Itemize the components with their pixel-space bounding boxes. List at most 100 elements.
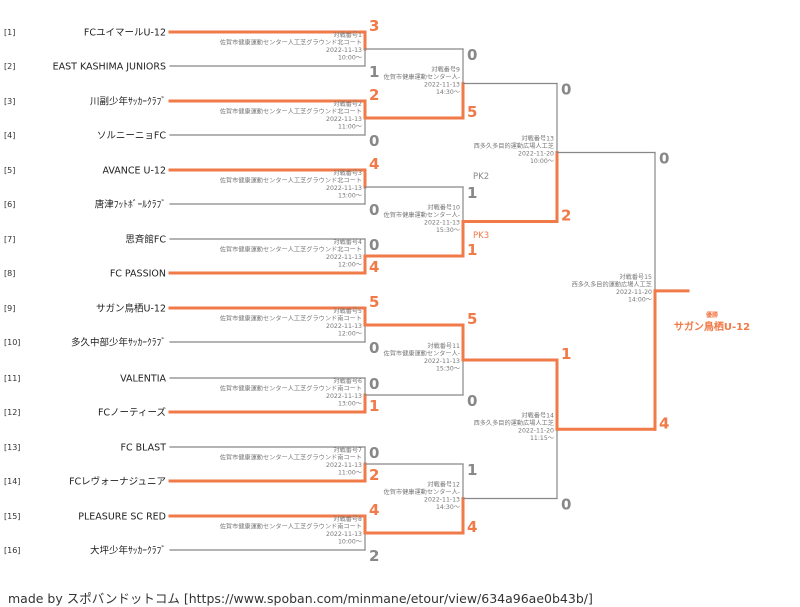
match-venue: 佐賀市健康運動センター人工芝グラウンド北コート xyxy=(220,246,362,254)
match-score-top: 0 xyxy=(561,81,571,99)
match-time: 11:15〜 xyxy=(530,435,554,442)
match-score-bottom: 4 xyxy=(369,258,379,276)
match-score-bottom: 2 xyxy=(561,207,571,225)
match-venue: 西多久多目的運動広場人工芝 xyxy=(474,142,554,150)
match-venue: 佐賀市健康運動センター人工芝グラウンド北コート xyxy=(220,39,362,47)
team-seed: [16] xyxy=(4,546,20,555)
match-number: 対戦番号10 xyxy=(427,204,460,212)
match-score-top: 1 xyxy=(467,461,477,479)
team-name: FCノーティーズ xyxy=(98,407,167,419)
team-seed: [11] xyxy=(4,374,20,383)
match-date: 2022-11-13 xyxy=(326,393,362,400)
team-name: サガン鳥栖U-12 xyxy=(96,303,166,315)
match-time: 14:30〜 xyxy=(436,504,460,511)
match-time: 14:00〜 xyxy=(628,296,652,303)
team-name: 川副少年ｻｯｶｰｸﾗﾌﾞ xyxy=(90,96,166,108)
match-score-top: 4 xyxy=(369,501,379,519)
match-score-bottom: 1 xyxy=(369,63,379,81)
match-score-bottom: 2 xyxy=(369,466,379,484)
champion-name: サガン鳥栖U-12 xyxy=(674,320,750,333)
team-seed: [14] xyxy=(4,477,20,486)
match-time: 10:00〜 xyxy=(338,55,362,62)
match-venue: 佐賀市健康運動センター人- xyxy=(384,211,460,219)
match-date: 2022-11-20 xyxy=(616,289,652,296)
team-name: 思斉館FC xyxy=(125,234,166,246)
match-score-top: 5 xyxy=(369,293,379,311)
match-score-bottom: 0 xyxy=(561,496,571,514)
match-number: 対戦番号15 xyxy=(619,273,652,281)
match-score-bottom: 4 xyxy=(659,414,669,432)
match-time: 15:30〜 xyxy=(436,366,460,373)
match-time: 13:00〜 xyxy=(338,401,362,408)
team-name: 多久中部少年ｻｯｶｰｸﾗﾌﾞ xyxy=(71,337,166,349)
match-score-bottom: 4 xyxy=(467,518,477,536)
match-time: 13:00〜 xyxy=(338,193,362,200)
team-name: PLEASURE SC RED xyxy=(78,512,166,523)
match-number: 対戦番号13 xyxy=(521,135,554,143)
match-score-top: 5 xyxy=(467,310,477,328)
match-number: 対戦番号7 xyxy=(333,446,362,454)
match-score-top: 0 xyxy=(369,236,379,254)
match-date: 2022-11-13 xyxy=(326,47,362,54)
footer-credit: made by スポバンドットコム [https://www.spoban.co… xyxy=(8,591,593,606)
match-score-bottom: 0 xyxy=(369,132,379,150)
match-score-bottom: 2 xyxy=(369,547,379,565)
match-number: 対戦番号12 xyxy=(427,481,460,489)
champion-label: 優勝 xyxy=(705,311,719,319)
match-score-bottom: 5 xyxy=(467,103,477,121)
match-venue: 佐賀市健康運動センター人- xyxy=(384,73,460,81)
team-seed: [5] xyxy=(4,166,15,175)
match-number: 対戦番号1 xyxy=(333,31,362,39)
team-seed: [6] xyxy=(4,200,15,209)
match-venue: 佐賀市健康運動センター人工芝グラウンド南コート xyxy=(220,315,362,323)
match-number: 対戦番号14 xyxy=(521,411,554,419)
match-score-bottom: 0 xyxy=(369,201,379,219)
match-score-bottom: 0 xyxy=(369,339,379,357)
team-name: FC BLAST xyxy=(121,443,167,454)
match-score-top: 0 xyxy=(369,444,379,462)
match-time: 12:00〜 xyxy=(338,331,362,338)
match-score-top: 2 xyxy=(369,86,379,104)
pk-score-top: PK2 xyxy=(473,172,489,182)
team-name: AVANCE U-12 xyxy=(102,166,166,177)
match-venue: 佐賀市健康運動センター人- xyxy=(384,488,460,496)
team-seed: [13] xyxy=(4,443,20,452)
match-venue: 佐賀市健康運動センター人工芝グラウンド南コート xyxy=(220,523,362,531)
match-score-top: 0 xyxy=(369,375,379,393)
match-score-top: 0 xyxy=(659,150,669,168)
team-seed: [12] xyxy=(4,408,20,417)
match-date: 2022-11-13 xyxy=(326,116,362,123)
team-name: VALENTIA xyxy=(120,374,166,385)
team-seed: [4] xyxy=(4,131,15,140)
team-seed: [7] xyxy=(4,235,15,244)
match-number: 対戦番号4 xyxy=(333,238,362,246)
match-score-top: 3 xyxy=(369,17,379,35)
team-name: FCユイマールU-12 xyxy=(84,28,166,39)
match-number: 対戦番号8 xyxy=(333,515,362,523)
match-number: 対戦番号2 xyxy=(333,100,362,108)
match-score-bottom: 1 xyxy=(467,241,477,259)
match-number: 対戦番号3 xyxy=(333,169,362,177)
team-name: 大坪少年ｻｯｶｰｸﾗﾌﾞ xyxy=(90,545,166,557)
match-venue: 佐賀市健康運動センター人工芝グラウンド南コート xyxy=(220,454,362,462)
match-venue: 佐賀市健康運動センター人工芝グラウンド北コート xyxy=(220,108,362,116)
match-time: 15:30〜 xyxy=(436,227,460,234)
match-date: 2022-11-13 xyxy=(424,82,460,89)
match-number: 対戦番号5 xyxy=(333,307,362,315)
match-venue: 西多久多目的運動広場人工芝 xyxy=(572,280,652,288)
team-name: FCレヴォーナジュニア xyxy=(69,476,166,488)
match-score-top: 1 xyxy=(467,184,477,202)
match-date: 2022-11-13 xyxy=(424,220,460,227)
match-date: 2022-11-13 xyxy=(326,185,362,192)
team-seed: [10] xyxy=(4,338,20,347)
match-score-top: 0 xyxy=(467,46,477,64)
match-time: 12:00〜 xyxy=(338,262,362,269)
match-score-bottom: 0 xyxy=(467,392,477,410)
match-time: 10:00〜 xyxy=(530,158,554,165)
pk-score-bottom: PK3 xyxy=(473,231,489,241)
match-date: 2022-11-20 xyxy=(518,151,554,158)
team-seed: [1] xyxy=(4,28,15,37)
match-date: 2022-11-20 xyxy=(518,427,554,434)
match-date: 2022-11-13 xyxy=(326,531,362,538)
match-score-top: 1 xyxy=(561,345,571,363)
